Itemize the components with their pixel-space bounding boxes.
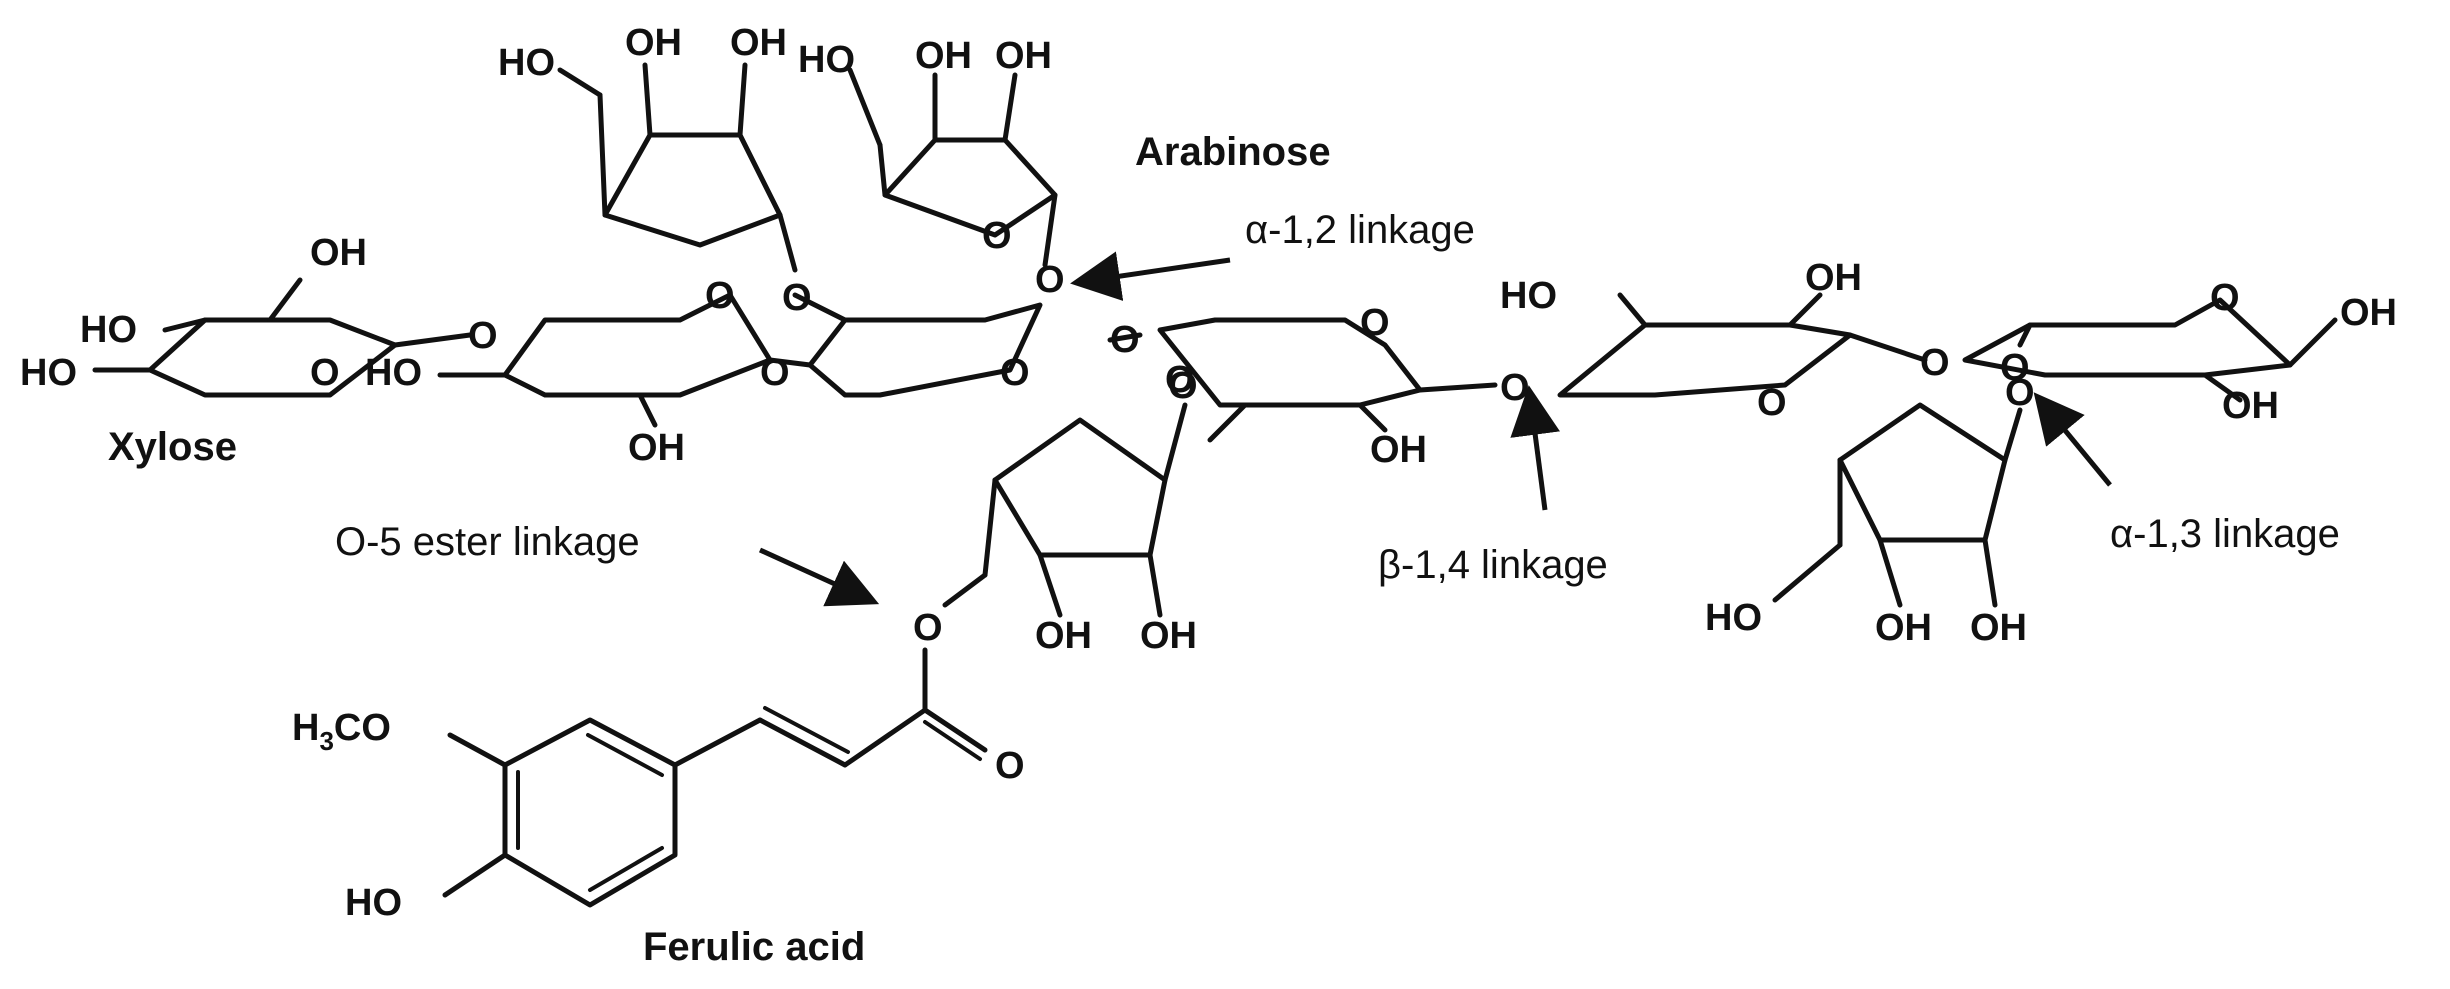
atom-oh: OH (1035, 615, 1092, 657)
atom-oh: OH (2222, 385, 2279, 427)
label-ferulic-acid: Ferulic acid (643, 925, 865, 969)
atom-labels: HO HO OH O O HO OH O O O O O O O O OH O … (20, 22, 2397, 924)
atom-o: O (1500, 367, 1530, 409)
atom-o: O (705, 275, 735, 317)
atom-o: O (1360, 302, 1390, 344)
atom-o: O (1757, 382, 1787, 424)
label-beta14-linkage: β-1,4 linkage (1378, 543, 1608, 587)
atom-o: O (995, 745, 1025, 787)
atom-o: O (1920, 342, 1950, 384)
atom-o: O (2000, 347, 2030, 389)
atom-ho: HO (365, 352, 422, 394)
atom-o: O (782, 277, 812, 319)
atom-o: O (982, 215, 1012, 257)
atom-oh: OH (1875, 607, 1932, 649)
atom-ho: HO (1705, 597, 1762, 639)
atom-oh: OH (628, 427, 685, 469)
atom-o: O (1000, 352, 1030, 394)
atom-ho: HO (498, 42, 555, 84)
atom-oh: OH (1970, 607, 2027, 649)
atom-o: O (1035, 259, 1065, 301)
atom-o: O (2210, 277, 2240, 319)
atom-oh: OH (625, 22, 682, 64)
label-xylose: Xylose (108, 425, 237, 469)
atom-ho: HO (1500, 275, 1557, 317)
beta14-arrow (1510, 385, 1560, 511)
atom-ho: HO (798, 39, 855, 81)
atom-h3co-h: H (292, 707, 319, 749)
atom-ho: HO (345, 882, 402, 924)
atom-oh: OH (310, 232, 367, 274)
alpha12-arrow (1070, 251, 1231, 301)
atom-oh: OH (2340, 292, 2397, 334)
atom-o: O (1110, 319, 1140, 361)
atom-oh: OH (995, 35, 1052, 77)
atom-o: O (913, 607, 943, 649)
atom-h3co: H3CO (292, 707, 391, 756)
bond-lines (92, 62, 2338, 908)
atom-oh: OH (730, 22, 787, 64)
ester-arrow (758, 547, 880, 607)
atom-o: O (468, 315, 498, 357)
label-o5-ester-linkage: O-5 ester linkage (335, 520, 640, 564)
atom-o: O (2005, 372, 2035, 414)
atom-h3co-co: CO (334, 707, 391, 749)
atom-o: O (1168, 365, 1198, 407)
atom-o: O (310, 352, 340, 394)
label-alpha13-linkage: α-1,3 linkage (2110, 512, 2340, 556)
linkage-arrows (758, 251, 2112, 607)
atom-oh: OH (1140, 615, 1197, 657)
label-alpha12-linkage: α-1,2 linkage (1245, 208, 1475, 252)
atom-ho: HO (80, 309, 137, 351)
atom-oh: OH (915, 35, 972, 77)
label-arabinose: Arabinose (1135, 130, 1331, 174)
caption-labels: Arabinose Xylose Ferulic acid α-1,2 link… (108, 130, 2340, 969)
atom-ho: HO (20, 352, 77, 394)
alpha13-arrow (2033, 392, 2112, 487)
atom-oh: OH (1370, 429, 1427, 471)
atom-h3co-sub: 3 (319, 726, 333, 756)
atom-o: O (760, 352, 790, 394)
atom-oh: OH (1805, 257, 1862, 299)
atom-o: O (1165, 359, 1195, 401)
